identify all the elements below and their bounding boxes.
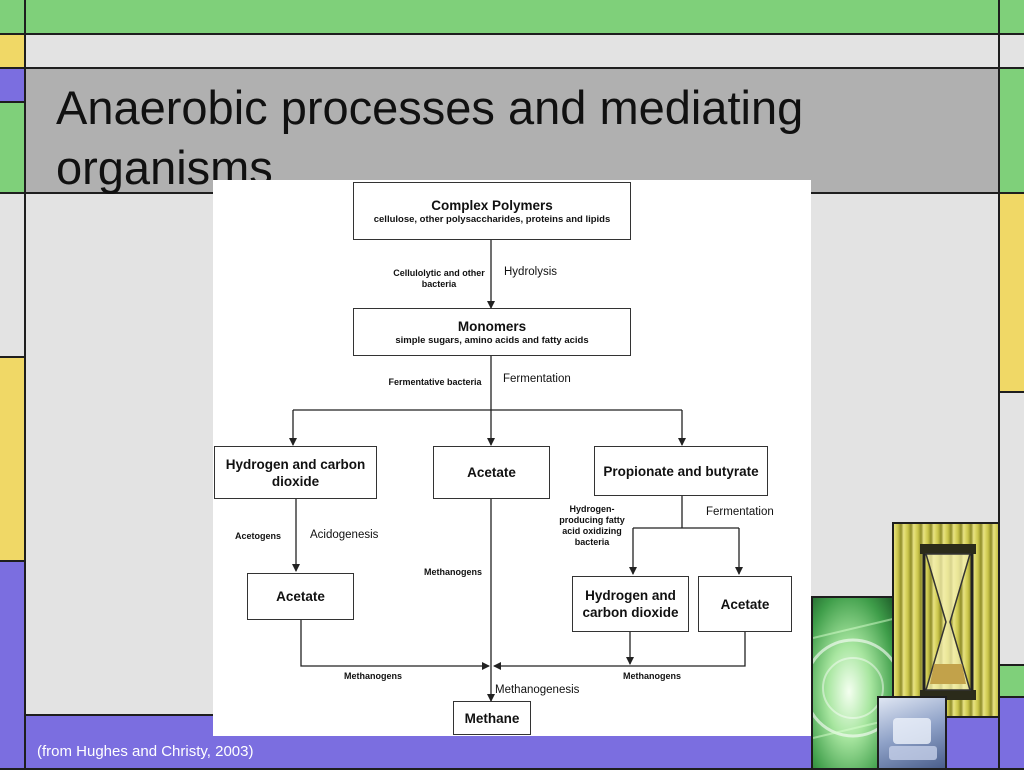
acetate-center-text: Acetate <box>467 465 516 480</box>
box-complex-polymers: Complex Polymers cellulose, other polysa… <box>353 182 631 240</box>
complex-polymers-title: Complex Polymers <box>431 197 553 213</box>
label-fermentative-bacteria: Fermentative bacteria <box>388 377 482 387</box>
label-fermentation: Fermentation <box>503 373 571 385</box>
right-strip-gray-1 <box>998 33 1024 69</box>
diagram-connectors <box>289 240 746 702</box>
box-acetate-right: Acetate <box>698 576 792 632</box>
monomers-title: Monomers <box>457 318 527 334</box>
box-propionate-butyrate: Propionate and butyrate <box>594 446 768 496</box>
decorative-photo-keyboard <box>877 696 947 770</box>
right-strip-purple <box>998 696 1024 770</box>
label-methanogens-right: Methanogens <box>622 671 681 681</box>
hydrogen-carbon-dioxide-left-text: Hydrogen and carbon dioxide <box>225 456 366 489</box>
right-strip-green-1 <box>998 0 1024 35</box>
right-strip-green-3 <box>998 664 1024 698</box>
top-green-bar <box>24 0 1000 35</box>
hydrogen-carbon-dioxide-right-text: Hydrogen and carbon dioxide <box>582 588 679 620</box>
left-strip-purple-2 <box>0 560 26 770</box>
complex-polymers-subtitle: cellulose, other polysaccharides, protei… <box>373 213 611 225</box>
arrow-acetate-right-to-center <box>493 632 746 670</box>
acetate-right-text: Acetate <box>720 596 770 612</box>
box-monomers: Monomers simple sugars, amino acids and … <box>353 308 631 356</box>
label-fermentation-right: Fermentation <box>706 506 774 518</box>
acetate-left-text: Acetate <box>276 589 325 604</box>
label-methanogenesis: Methanogenesis <box>495 684 580 696</box>
keyboard-icon <box>889 718 937 760</box>
label-hydrolysis-organisms: Cellulolytic and other bacteria <box>393 268 485 289</box>
title-band <box>24 67 1000 194</box>
propionate-butyrate-text: Propionate and butyrate <box>603 463 759 479</box>
left-strip-yellow-2 <box>0 356 26 562</box>
decorative-photo-hourglass <box>892 522 1000 718</box>
label-methanogens-left: Methanogens <box>343 671 402 681</box>
left-strip-yellow-1 <box>0 33 26 69</box>
right-strip-yellow <box>998 192 1024 393</box>
top-gray-bar <box>24 33 1000 69</box>
citation: (from Hughes and Christy, 2003) <box>37 743 254 760</box>
label-methanogens-center: Methanogens <box>423 567 482 577</box>
methane-text: Methane <box>464 710 520 726</box>
box-hydrogen-carbon-dioxide-right: Hydrogen and carbon dioxide <box>572 576 689 632</box>
monomers-subtitle: simple sugars, amino acids and fatty aci… <box>395 334 589 346</box>
left-strip-gray <box>0 192 26 358</box>
box-methane: Methane <box>453 701 531 735</box>
left-strip-green-1 <box>0 0 26 35</box>
box-hydrogen-carbon-dioxide-left: Hydrogen and carbon dioxide <box>214 446 377 499</box>
hourglass-icon <box>920 544 976 700</box>
box-acetate-center: Acetate <box>433 446 550 499</box>
left-strip-purple-1 <box>0 67 26 103</box>
left-strip-green-2 <box>0 101 26 194</box>
right-strip-green-2 <box>998 67 1024 194</box>
box-acetate-left: Acetate <box>247 573 354 620</box>
anaerobic-process-diagram: Complex Polymers cellulose, other polysa… <box>213 180 811 736</box>
label-hydrolysis: Hydrolysis <box>504 266 558 278</box>
label-acidogenesis: Acidogenesis <box>310 529 379 541</box>
label-hydrogen-producing-bacteria: Hydrogen-producing fatty acid oxidizing … <box>559 504 625 547</box>
label-acetogens: Acetogens <box>234 531 281 541</box>
right-strip-gray-2 <box>998 391 1024 666</box>
arrow-acetate-left-to-center <box>300 620 490 670</box>
